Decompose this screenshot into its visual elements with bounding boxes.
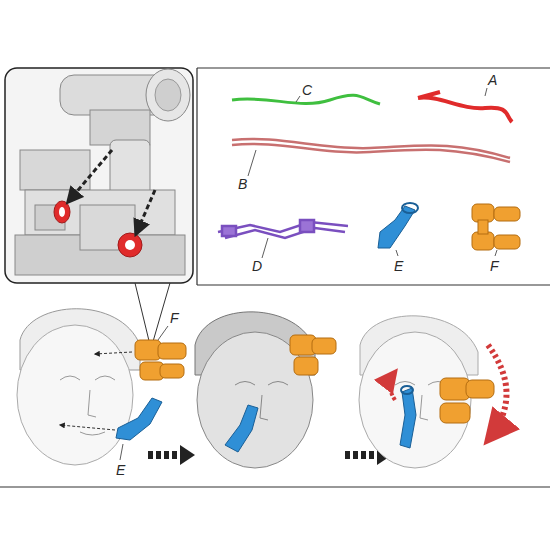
part-a xyxy=(418,92,512,122)
part-letter: E xyxy=(394,258,403,274)
part-e xyxy=(378,203,418,248)
part-b xyxy=(232,139,510,162)
part-letter: B xyxy=(238,176,247,192)
bottom-rule xyxy=(0,486,550,487)
part-letter: F xyxy=(490,258,499,274)
part-letter: E xyxy=(116,462,125,478)
part-letter: D xyxy=(252,258,262,274)
panel-frame xyxy=(197,68,550,285)
head-illustration xyxy=(17,309,186,465)
part-d xyxy=(218,220,348,238)
part-letter: F xyxy=(170,310,179,326)
part-f xyxy=(472,204,520,250)
leader-line xyxy=(248,88,497,258)
head-illustration xyxy=(195,312,336,468)
head-illustration xyxy=(359,316,507,468)
part-letter: C xyxy=(302,82,312,98)
inset-leader xyxy=(135,283,170,345)
part-letter: A xyxy=(488,72,497,88)
inset-detail xyxy=(5,68,193,283)
